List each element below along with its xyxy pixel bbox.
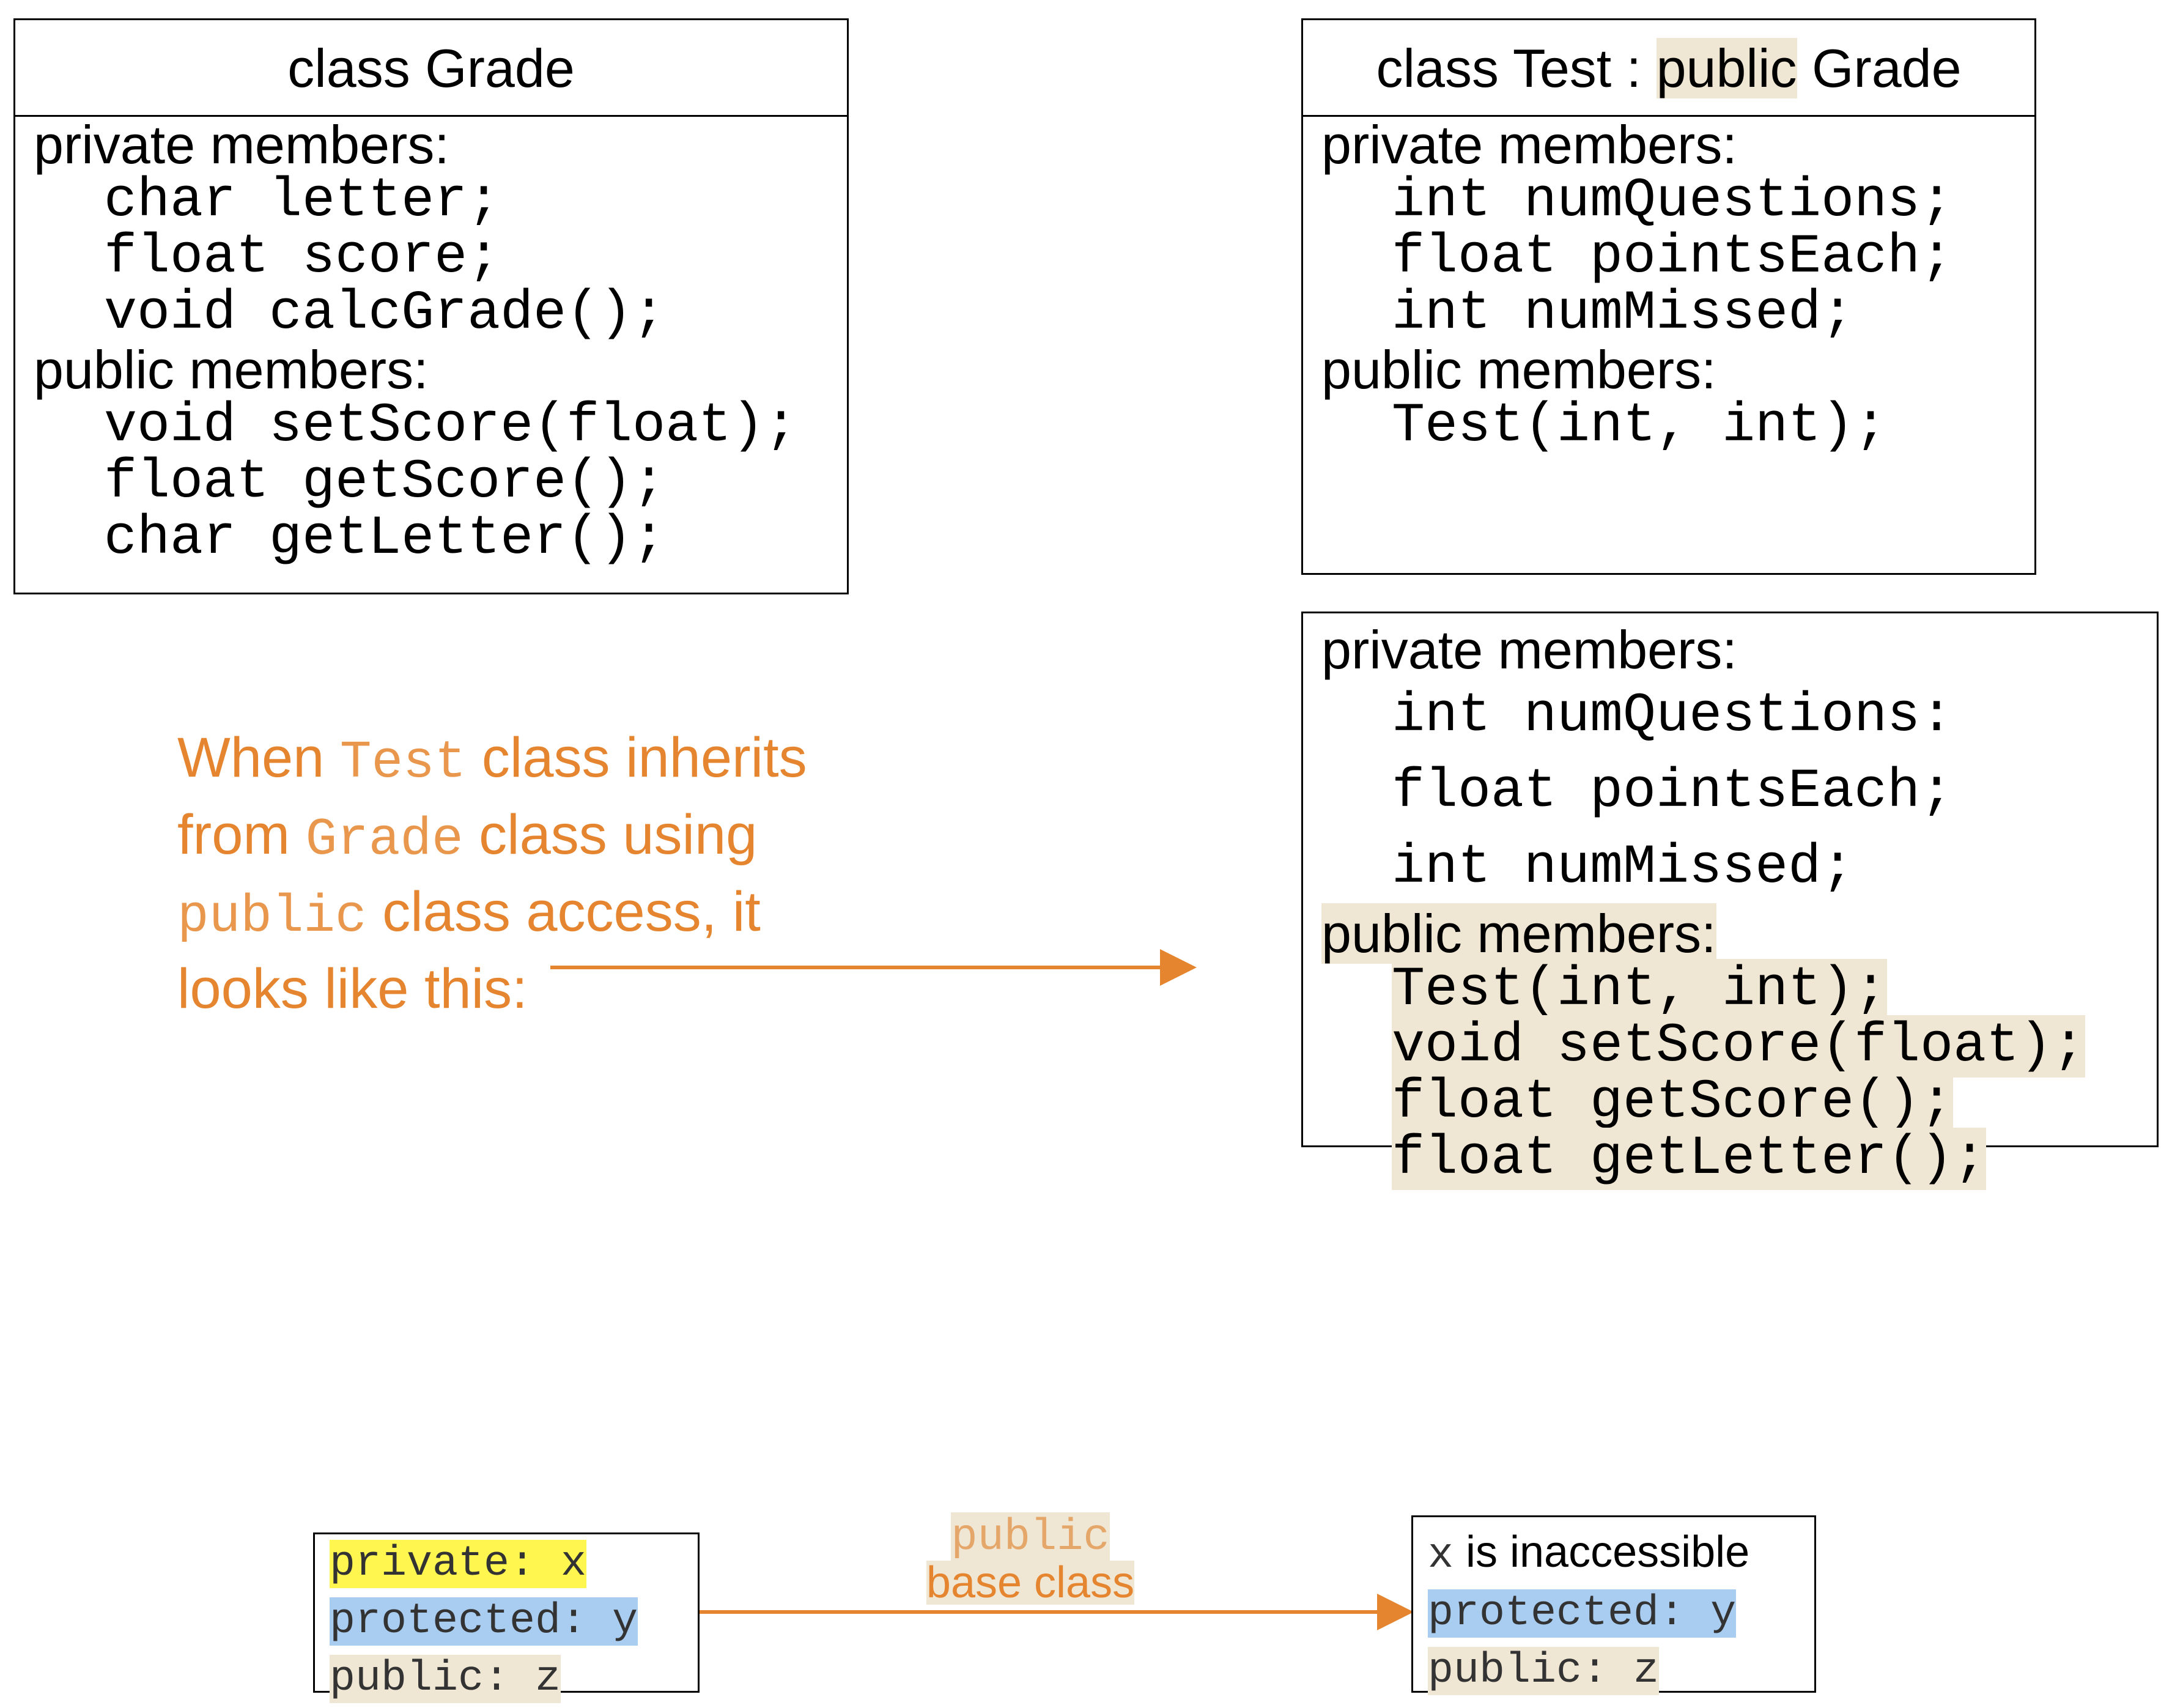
note-code: public [177, 887, 367, 947]
result-public-member: float getLetter(); [1392, 1128, 1987, 1190]
test-class-box: class Test : public Grade private member… [1301, 18, 2036, 575]
base-public-line: public: z [330, 1655, 561, 1703]
result-private-member: float pointsEach; [1392, 761, 1954, 823]
base-protected-line: protected: y [330, 1597, 638, 1646]
grade-class-title: class Grade [15, 20, 847, 117]
result-class-box: private members: int numQuestions: float… [1301, 612, 2159, 1190]
base-private-row: private: x [330, 1536, 698, 1593]
result-public-row: float getScore(); [1321, 1071, 2157, 1134]
grade-class-body: private members: char letter; float scor… [15, 117, 847, 567]
note-code: Test [339, 733, 467, 793]
test-private-member: int numMissed; [1392, 283, 1855, 345]
inheritance-note: When Test class inherits from Grade clas… [177, 722, 807, 1025]
base-access-box: private: x protected: y public: z [313, 1532, 700, 1703]
derived-x-text: is inaccessible [1454, 1528, 1750, 1577]
derived-access-box: x is inaccessible protected: y public: z [1411, 1515, 1816, 1695]
grade-public-member: void setScore(float); [104, 395, 798, 457]
result-public-label: public members: [1321, 903, 1716, 964]
grade-private-member: char letter; [104, 170, 501, 232]
result-public-member: Test(int, int); [1392, 959, 1888, 1021]
grade-public-member: float getScore(); [104, 451, 666, 514]
result-public-row: void setScore(float); [1321, 1015, 2157, 1078]
test-public-label: public members: [1321, 339, 1716, 400]
grade-private-label: private members: [34, 114, 449, 175]
grade-class-box: class Grade private members: char letter… [13, 18, 849, 594]
result-class-body: private members: int numQuestions: float… [1303, 613, 2157, 1190]
note-line-2: from Grade class using [177, 799, 807, 876]
note-text: class inherits [466, 726, 807, 789]
test-class-body: private members: int numQuestions; float… [1303, 114, 2034, 457]
grade-private-member: void calcGrade(); [104, 283, 666, 345]
result-public-member: float getScore(); [1392, 1071, 1954, 1134]
derived-public-line: public: z [1428, 1647, 1660, 1695]
arrow-label: public base class [905, 1512, 1156, 1607]
test-title-access: public [1656, 38, 1797, 98]
note-text: class using [463, 804, 758, 866]
grade-private-member: float score; [104, 226, 501, 289]
note-text: class access, it [366, 881, 761, 943]
note-line-4: looks like this: [177, 953, 807, 1025]
test-title-suffix: Grade [1797, 38, 1962, 98]
derived-protected-line: protected: y [1428, 1589, 1737, 1638]
grade-public-member: char getLetter(); [104, 508, 666, 570]
base-protected-row: protected: y [330, 1593, 698, 1651]
arrow-label-code-row: public [905, 1512, 1156, 1562]
test-private-label: private members: [1321, 114, 1737, 175]
note-code: Grade [305, 810, 464, 870]
arrow-label-text: base class [926, 1558, 1135, 1607]
note-line-3: public class access, it [177, 876, 807, 953]
arrow-label-code: public [951, 1512, 1110, 1562]
note-line-1: When Test class inherits [177, 722, 807, 799]
result-public-row: float getLetter(); [1321, 1128, 2157, 1190]
derived-x-code: x [1428, 1532, 1454, 1580]
test-private-member: int numQuestions; [1392, 170, 1954, 232]
result-public-row: Test(int, int); [1321, 959, 2157, 1021]
test-title-prefix: class Test : [1376, 38, 1657, 98]
note-text: looks like this: [177, 958, 528, 1020]
derived-protected-row: protected: y [1428, 1585, 1814, 1643]
note-text: from [177, 804, 306, 866]
test-private-member: float pointsEach; [1392, 226, 1954, 289]
result-private-label: private members: [1321, 619, 1737, 680]
derived-public-row: public: z [1428, 1643, 1814, 1700]
note-text: When [177, 726, 340, 789]
test-class-title: class Test : public Grade [1303, 20, 2034, 117]
result-private-member: int numMissed; [1392, 837, 1855, 899]
grade-public-label: public members: [34, 339, 429, 400]
result-public-member: void setScore(float); [1392, 1015, 2086, 1078]
result-public-label-row: public members: [1321, 903, 2157, 964]
base-public-row: public: z [330, 1651, 698, 1708]
test-public-member: Test(int, int); [1392, 395, 1888, 457]
base-private-line: private: x [330, 1540, 587, 1588]
derived-x-row: x is inaccessible [1428, 1523, 1814, 1585]
result-private-member: int numQuestions: [1392, 685, 1954, 747]
